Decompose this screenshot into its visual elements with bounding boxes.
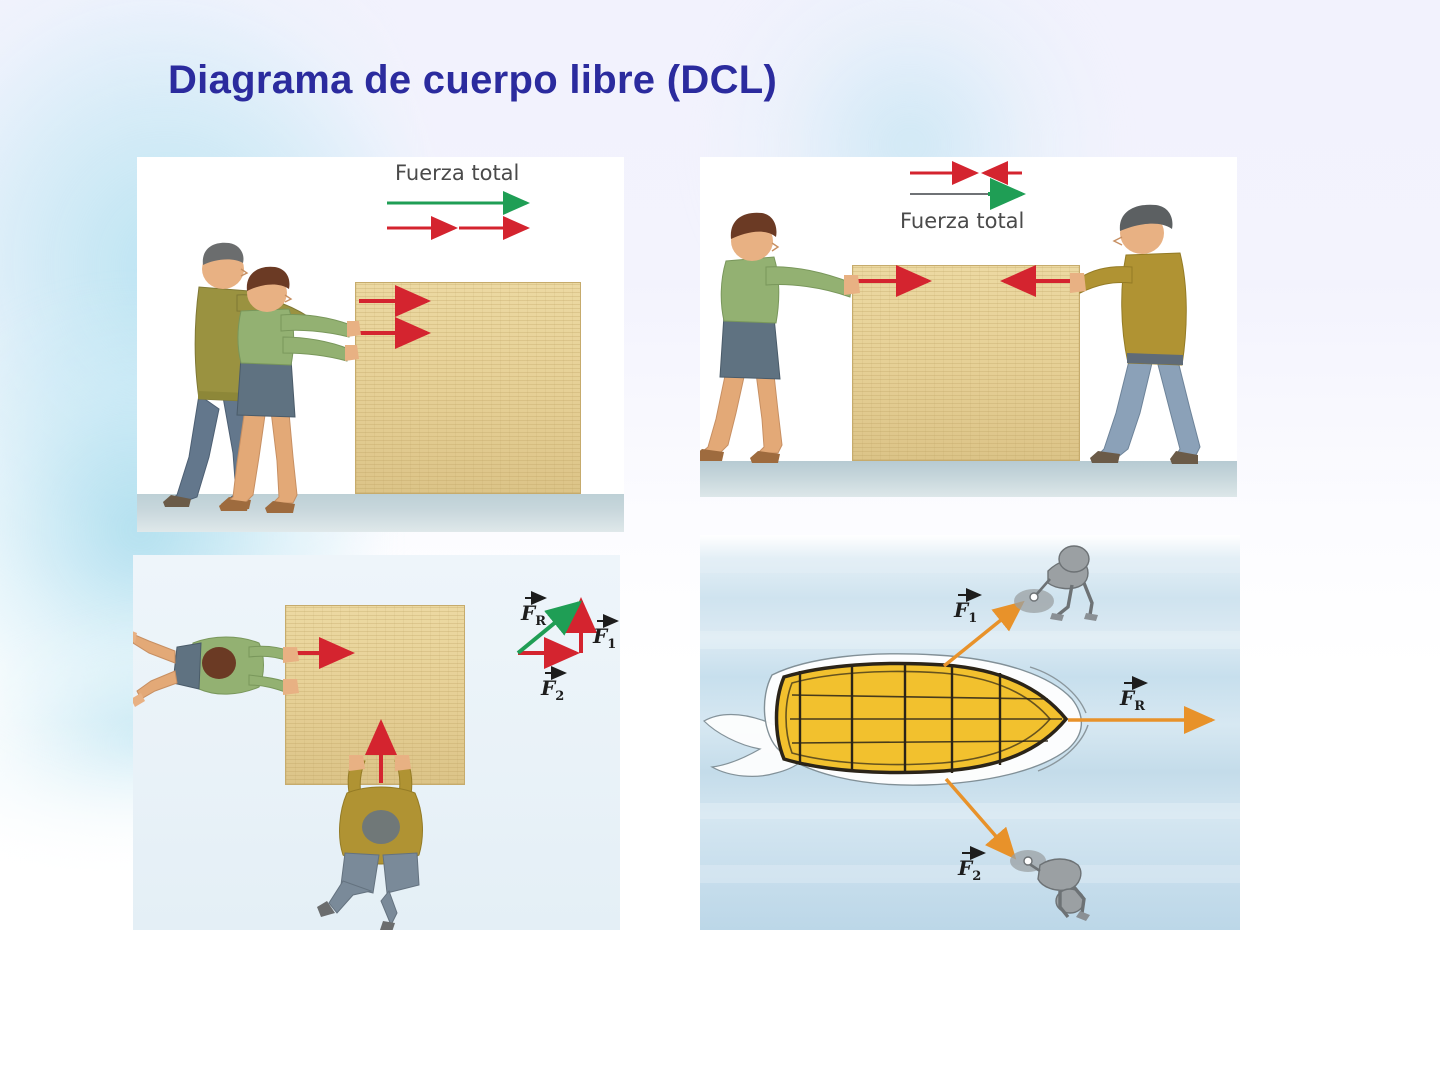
vector-F2-label: F2 bbox=[958, 856, 982, 884]
person-towing-upper bbox=[1014, 545, 1098, 621]
vector-FR bbox=[516, 600, 583, 655]
vector-FR-label: FR bbox=[1120, 686, 1146, 714]
man-pushing bbox=[1070, 204, 1201, 464]
vector-F1-label: F1 bbox=[954, 598, 978, 626]
water-stripes bbox=[700, 559, 1240, 883]
vector-F1-label: F1 bbox=[593, 624, 617, 652]
crate-box bbox=[355, 282, 581, 494]
crate-box bbox=[852, 265, 1080, 461]
rowboat bbox=[774, 661, 1069, 775]
vector-F2-arrow bbox=[944, 777, 1017, 860]
fuerza-total-label: Fuerza total bbox=[900, 209, 1025, 233]
vector-triangle-diagram bbox=[516, 591, 619, 680]
vector-F1-arrow bbox=[942, 600, 1025, 668]
panel-overhead-perpendicular-forces: FR F1 F2 bbox=[133, 555, 620, 930]
vector-FR-label: FR bbox=[521, 601, 547, 629]
woman-pushing bbox=[219, 266, 361, 513]
panel-two-people-same-direction: Fuerza total bbox=[137, 157, 624, 532]
floor-band bbox=[137, 494, 624, 532]
floor-band bbox=[700, 461, 1237, 497]
person-towing-lower bbox=[1010, 850, 1090, 921]
person-pushing-from-below bbox=[317, 755, 423, 930]
vector-F2-label: F2 bbox=[541, 676, 565, 704]
panel-boat-towed: F1 F2 FR bbox=[700, 535, 1240, 930]
page-title: Diagrama de cuerpo libre (DCL) bbox=[168, 58, 778, 102]
woman-pushing bbox=[700, 212, 860, 463]
panel-two-people-opposite-directions: Fuerza total bbox=[700, 157, 1237, 497]
person-pushing-from-left bbox=[133, 631, 299, 707]
fuerza-total-label: Fuerza total bbox=[395, 161, 520, 185]
